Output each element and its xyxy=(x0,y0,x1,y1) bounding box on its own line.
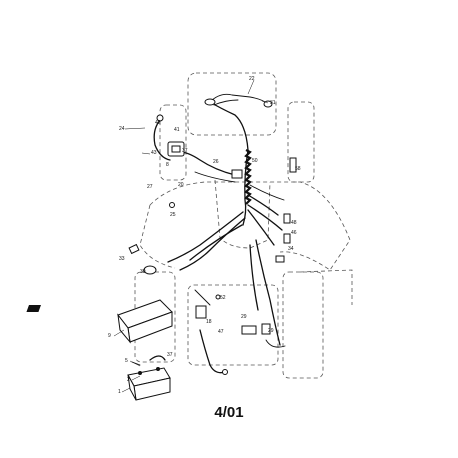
diagram-date: 4/01 xyxy=(214,404,244,421)
callout-2: 2 xyxy=(127,377,130,383)
callout-34: 34 xyxy=(288,246,294,252)
callout-47: 47 xyxy=(218,329,224,335)
callout-8: 8 xyxy=(166,162,169,168)
callouts: 22 31 24 42 41 43 8 37 27 20 25 26 50 58… xyxy=(108,76,301,395)
callout-29b: 29 xyxy=(268,328,274,334)
callout-27: 27 xyxy=(147,184,153,190)
callout-48: 48 xyxy=(291,220,297,226)
callout-37b: 37 xyxy=(167,352,173,358)
callout-33: 33 xyxy=(119,256,125,262)
callout-9: 9 xyxy=(108,333,111,339)
callout-24: 24 xyxy=(119,126,125,132)
components xyxy=(26,98,297,401)
callout-18: 18 xyxy=(206,319,212,325)
callout-29a: 29 xyxy=(241,314,247,320)
callout-26: 26 xyxy=(213,159,219,165)
callout-42: 42 xyxy=(155,120,161,126)
callout-37: 37 xyxy=(182,148,188,154)
callout-20: 20 xyxy=(178,182,184,188)
callout-46: 46 xyxy=(291,230,297,236)
callout-41: 41 xyxy=(174,127,180,133)
callout-22: 22 xyxy=(249,76,255,82)
callout-25: 25 xyxy=(170,212,176,218)
callout-30: 30 xyxy=(140,269,146,275)
callout-52: 52 xyxy=(220,295,226,301)
callout-5: 5 xyxy=(125,358,128,364)
callout-1: 1 xyxy=(118,389,121,395)
callout-31: 31 xyxy=(270,100,276,106)
wiring-harness xyxy=(131,93,291,374)
callout-50: 50 xyxy=(252,158,258,164)
callout-43: 43 xyxy=(151,150,157,156)
callout-58: 58 xyxy=(295,166,301,172)
